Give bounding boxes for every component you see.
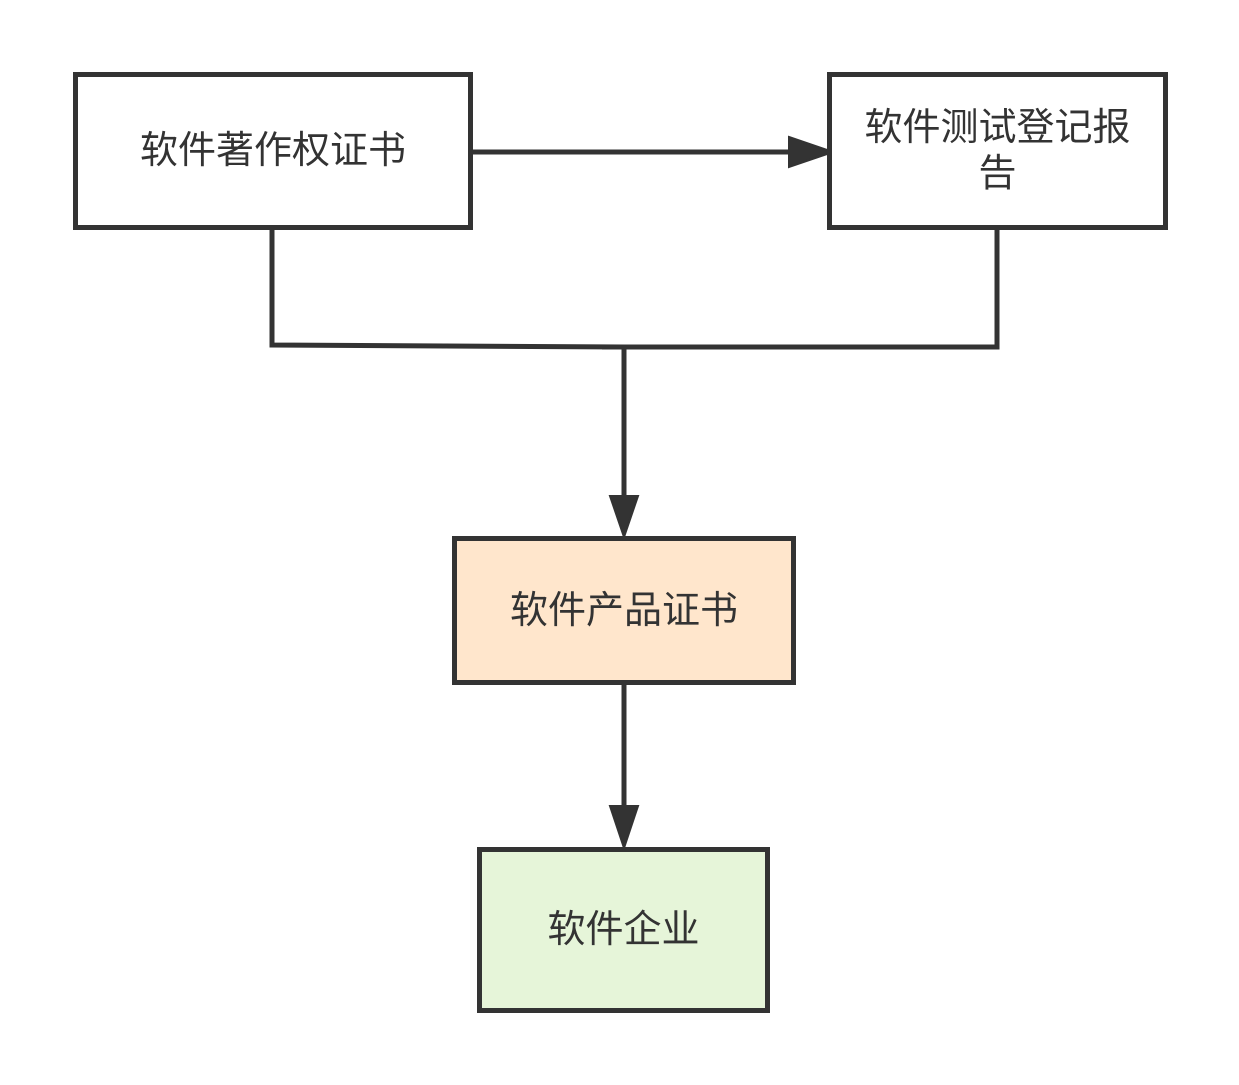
node-software-copyright-certificate: 软件著作权证书: [73, 72, 473, 230]
node-software-product-certificate: 软件产品证书: [452, 536, 796, 685]
arrowhead-down-icon: [608, 495, 640, 541]
node-label: 软件测试登记报告: [864, 105, 1131, 195]
edge-test-report-to-product-cert: [602, 230, 1000, 350]
node-software-test-registration-report: 软件测试登记报告: [827, 72, 1168, 230]
node-label: 软件产品证书: [509, 587, 738, 632]
arrowhead-right-icon: [788, 135, 837, 169]
arrowhead-down-icon: [608, 805, 640, 852]
edge-copyright-to-product-cert: [269, 230, 625, 350]
node-label: 软件企业: [547, 907, 700, 952]
node-label: 软件著作权证书: [139, 128, 406, 173]
node-software-enterprise: 软件企业: [477, 847, 770, 1013]
